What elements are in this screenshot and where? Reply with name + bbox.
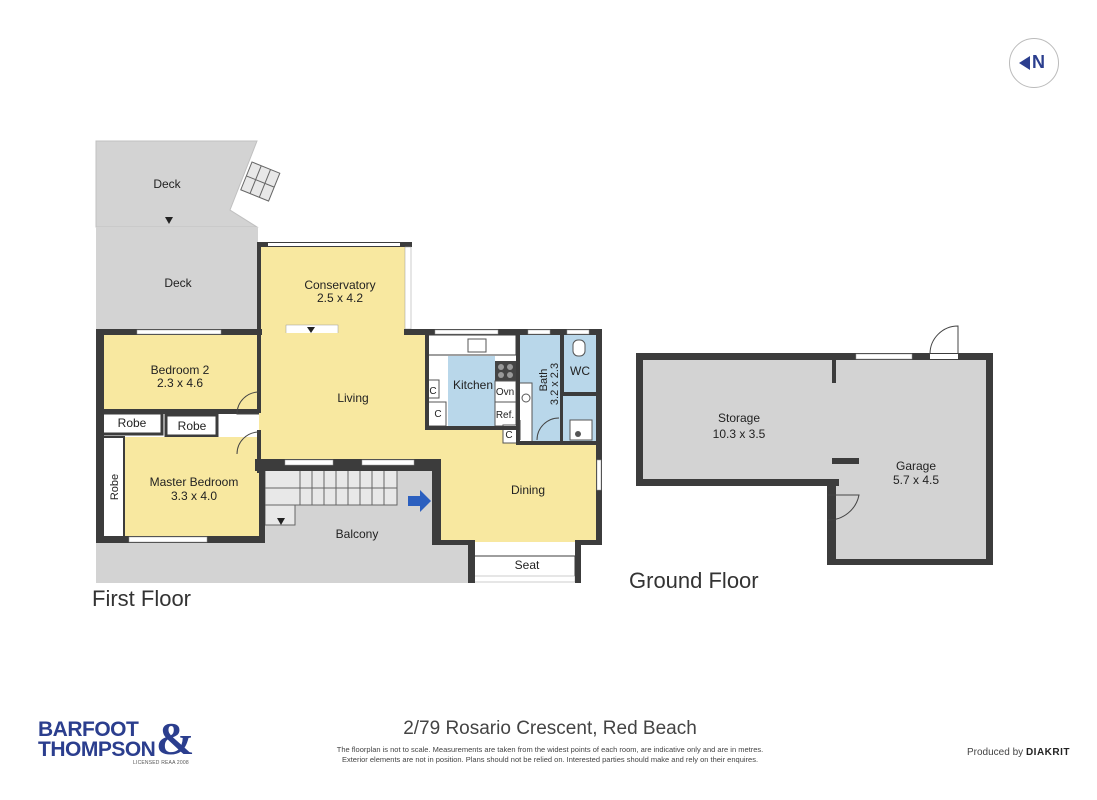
produced-by-text: Produced by (967, 747, 1024, 758)
storage-label: Storage (718, 411, 760, 425)
entry-arrow (408, 490, 431, 512)
compass-arrow-icon (1019, 56, 1030, 70)
disclaimer-line2: Exterior elements are not in position. P… (341, 755, 759, 764)
robe-middle (164, 413, 219, 438)
logo-line1: BARFOOT (38, 718, 139, 741)
garage-room (834, 358, 989, 564)
stairs (264, 469, 398, 526)
storage-room (641, 358, 834, 483)
north-compass: N (1009, 38, 1059, 88)
kitchen-label: Kitchen (453, 378, 493, 392)
disclaimer: The floorplan is not to scale. Measureme… (300, 745, 800, 765)
wc-label: WC (570, 364, 590, 378)
logo-line2: THOMPSON (38, 738, 156, 761)
bedroom2-label: Bedroom 2 (151, 363, 210, 377)
master-bedroom-label: Master Bedroom (150, 475, 239, 489)
produced-by: Produced by DIAKRIT (940, 747, 1070, 758)
first-floor-title: First Floor (92, 586, 191, 611)
logo-ampersand: & (156, 713, 195, 764)
property-address: 2/79 Rosario Crescent, Red Beach (403, 718, 697, 739)
cupboard-label-1: C (429, 386, 436, 397)
living-area (259, 333, 597, 542)
seat-label: Seat (515, 558, 540, 572)
brand-logo: BARFOOT THOMPSON & LICENSED REAA 2008 (38, 716, 198, 770)
ground-floor-doors (827, 325, 959, 521)
producer-name: DIAKRIT (1025, 747, 1070, 758)
cupboard-label-3: C (505, 430, 512, 441)
deck-upper (95, 140, 259, 228)
deck-lower-label: Deck (164, 276, 192, 290)
robe-middle-label: Robe (178, 419, 207, 433)
bedroom2-room (102, 333, 259, 413)
deck-lower (96, 227, 258, 330)
storage-size: 10.3 x 3.5 (713, 427, 766, 441)
doors (236, 391, 560, 455)
bedroom2-size: 2.3 x 4.6 (157, 376, 203, 390)
conservatory-room (259, 245, 410, 333)
ground-floor-walls (636, 353, 993, 565)
master-bedroom-size: 3.3 x 4.0 (171, 489, 217, 503)
robe-left-label: Robe (118, 416, 147, 430)
ground-floor-title: Ground Floor (629, 568, 759, 593)
dining-label: Dining (511, 483, 545, 497)
living-label: Living (337, 391, 368, 405)
deck-upper-label: Deck (153, 177, 181, 191)
oven-label: Ovn (496, 387, 514, 398)
external-steps (240, 161, 281, 202)
garage-label: Garage (896, 459, 936, 473)
conservatory-label: Conservatory (304, 278, 375, 292)
robe-vertical-label: Robe (109, 474, 121, 500)
garage-size: 5.7 x 4.5 (893, 473, 939, 487)
compass-label: N (1032, 52, 1045, 72)
cupboard-label-2: C (434, 409, 441, 420)
conservatory-size: 2.5 x 4.2 (317, 291, 363, 305)
master-bedroom-room (124, 437, 259, 540)
bath-label: Bath (538, 369, 550, 392)
deck-arrow (165, 217, 173, 224)
disclaimer-line1: The floorplan is not to scale. Measureme… (336, 745, 764, 754)
fridge-label: Ref. (496, 410, 514, 421)
bath-size: 3.2 x 2.3 (549, 363, 561, 405)
logo-tagline: LICENSED REAA 2008 (133, 760, 189, 766)
balcony-label: Balcony (336, 527, 379, 541)
